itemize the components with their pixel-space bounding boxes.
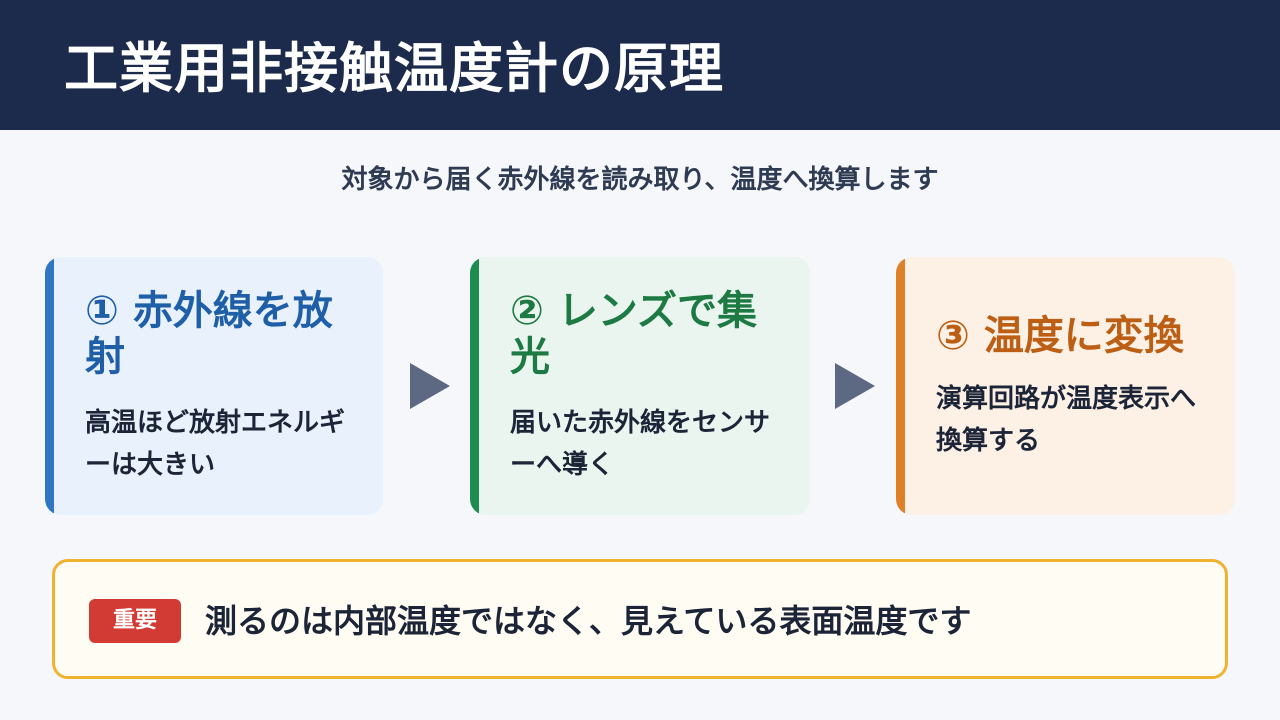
arrow-right-icon [410, 363, 450, 409]
page-title: 工業用非接触温度計の原理 [64, 37, 724, 100]
step-card-3 [896, 257, 1235, 515]
step-title-2: ② レンズで集光 [510, 288, 758, 380]
accent-bar [470, 257, 479, 515]
accent-bar [45, 257, 54, 515]
step-text-2: 届いた赤外線をセンサーへ導く [510, 408, 771, 480]
accent-bar [896, 257, 905, 515]
step-card-1 [45, 257, 383, 515]
arrow-right-icon [835, 363, 875, 409]
important-note: 重要 測るのは内部温度ではなく、見えている表面温度です [52, 559, 1228, 679]
header: 工業用非接触温度計の原理 [0, 0, 1280, 130]
step-text-1: 高温ほど放射エネルギーは大きい [85, 408, 346, 480]
important-badge: 重要 [89, 599, 181, 643]
step-card-2 [470, 257, 810, 515]
step-title-1: ① 赤外線を放射 [85, 288, 333, 380]
subtitle: 対象から届く赤外線を読み取り、温度へ換算します [341, 165, 939, 195]
step-text-3: 演算回路が温度表示へ換算する [936, 384, 1197, 456]
important-note-text: 測るのは内部温度ではなく、見えている表面温度です [205, 602, 972, 640]
step-title-3: ③ 温度に変換 [936, 313, 1184, 359]
